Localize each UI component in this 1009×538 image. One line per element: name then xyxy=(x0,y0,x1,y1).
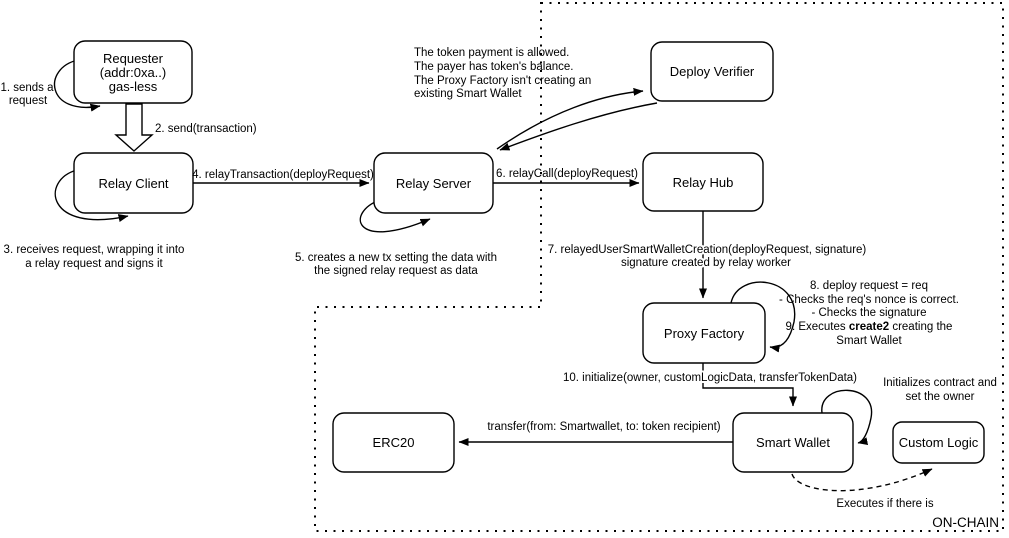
proxy-factory-box xyxy=(642,302,766,364)
custom-logic-label: Custom Logic xyxy=(899,435,979,450)
relay-server-self-loop-arrow xyxy=(359,199,431,233)
transfer-label: transfer(from: Smartwallet, to: token re… xyxy=(487,421,720,433)
step6-label: 6. relayCall(deployRequest) xyxy=(496,168,638,180)
relay-server-box xyxy=(373,152,494,214)
custom-logic-box xyxy=(892,421,985,464)
step4-label: 4. relayTransaction(deployRequest) xyxy=(192,169,374,181)
proxy-factory-self-loop-arrow xyxy=(730,281,796,353)
requester-label-line3: gas-less xyxy=(109,79,158,94)
erc20-label: ERC20 xyxy=(373,435,415,450)
deploy-verifier-box xyxy=(650,41,774,102)
requester-box xyxy=(73,40,193,104)
relay-client-self-loop-arrow xyxy=(54,169,129,222)
step8-label-line2: - Checks the req's nonce is correct. xyxy=(779,294,959,306)
step2-label: 2. send(transaction) xyxy=(155,123,257,135)
relay-hub-box xyxy=(642,152,764,212)
server-to-verifier-arrow xyxy=(496,87,644,150)
requester-self-loop-arrow xyxy=(53,59,101,112)
step1-label-line2: request xyxy=(9,95,48,107)
relay-hub-label: Relay Hub xyxy=(673,175,734,190)
verifier-note-line4: existing Smart Wallet xyxy=(414,88,522,100)
deploy-verifier-label: Deploy Verifier xyxy=(670,64,755,79)
smart-wallet-box xyxy=(732,412,854,473)
step9-suffix: creating the xyxy=(889,321,952,333)
requester-label-line2: (addr:0xa..) xyxy=(100,65,166,80)
initialize-arrow xyxy=(702,363,797,407)
verifier-to-server-arrow xyxy=(499,102,658,151)
step9-label-line2: Smart Wallet xyxy=(836,335,902,347)
step7-label-line2: signature created by relay worker xyxy=(621,257,791,269)
proxy-factory-label: Proxy Factory xyxy=(664,326,745,341)
onchain-label: ON-CHAIN xyxy=(932,515,999,530)
step3-label-line1: 3. receives request, wrapping it into xyxy=(4,244,185,256)
relay-client-box xyxy=(73,152,194,214)
step1-label-line1: 1. sends a xyxy=(0,82,54,94)
step10-label: 10. initialize(owner, customLogicData, t… xyxy=(563,372,857,384)
custom-logic-note-line1: Initializes contract and xyxy=(883,377,997,389)
smart-wallet-self-loop-arrow xyxy=(821,389,873,446)
step9-label-line1: 9. Executes create2 creating the xyxy=(786,321,953,333)
step5-label-line1: 5. creates a new tx setting the data wit… xyxy=(295,252,497,264)
relay-client-label: Relay Client xyxy=(98,176,168,191)
custom-logic-note-line2: set the owner xyxy=(905,391,974,403)
step8-label-line1: 8. deploy request = req xyxy=(810,280,928,292)
send-transaction-block-arrow xyxy=(114,103,154,152)
step9-prefix: 9. Executes xyxy=(786,321,849,333)
verifier-note-line2: The payer has token's balance. xyxy=(414,61,573,73)
step9-create2-bold: create2 xyxy=(849,321,889,333)
smart-wallet-label: Smart Wallet xyxy=(756,435,830,450)
step5-label-line2: the signed relay request as data xyxy=(314,265,478,277)
requester-label-line1: Requester xyxy=(103,51,164,66)
verifier-note-line1: The token payment is allowed. xyxy=(414,47,569,59)
executes-if-label: Executes if there is xyxy=(836,498,933,510)
step3-label-line2: a relay request and signs it xyxy=(25,258,163,270)
relay-server-label: Relay Server xyxy=(396,176,472,191)
erc20-box xyxy=(332,412,455,473)
verifier-note-line3: The Proxy Factory isn't creating an xyxy=(414,75,591,87)
step7-label-line1: 7. relayedUserSmartWalletCreation(deploy… xyxy=(548,244,867,256)
step8-label-line3: - Checks the signature xyxy=(811,307,926,319)
